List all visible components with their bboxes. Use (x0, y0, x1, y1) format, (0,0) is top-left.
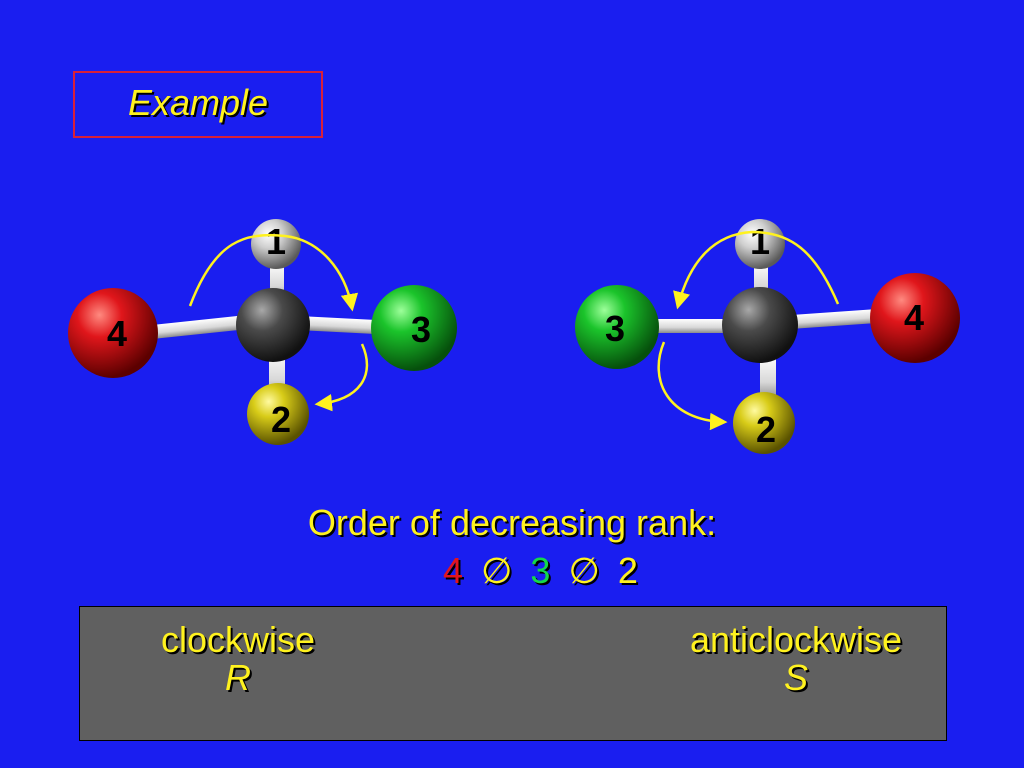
rank-item-3: 3 (530, 550, 551, 591)
example-label: Example (127, 82, 269, 123)
atom-right-4-label: 4 (904, 297, 924, 338)
molecule-left: 1 4 3 2 (68, 219, 457, 445)
arrow-left-4-to-3 (188, 233, 359, 312)
rank-separator: ∅ (568, 550, 600, 591)
atom-left-1 (251, 219, 301, 269)
example-box: Example (73, 71, 323, 138)
atom-right-4 (870, 273, 960, 363)
carbon-right (722, 287, 798, 363)
atom-right-2-label: 2 (756, 409, 776, 450)
descriptor-right: S (783, 657, 808, 698)
atom-left-1-label: 1 (266, 221, 286, 262)
result-right: anticlockwise S (676, 621, 916, 697)
descriptor-left: R (225, 657, 251, 698)
atom-right-3 (575, 285, 659, 369)
atom-left-4 (68, 288, 158, 378)
atom-left-2 (247, 383, 309, 445)
arrow-right-3-to-2 (657, 341, 728, 431)
rank-sequence: 4 ∅ 3 ∅ 2 (443, 550, 646, 592)
atom-left-3 (371, 285, 457, 371)
bond-right-2 (760, 355, 776, 400)
arrow-left-3-to-2 (314, 343, 369, 412)
atom-left-4-label: 4 (107, 313, 127, 354)
result-panel: clockwise R anticlockwise S (79, 606, 947, 741)
direction-left: clockwise (160, 619, 316, 660)
atom-right-1-label: 1 (750, 221, 770, 262)
atom-right-2 (733, 392, 795, 454)
direction-right: anticlockwise (689, 619, 903, 660)
atom-left-3-label: 3 (411, 309, 431, 350)
molecule-diagrams: 1 4 3 2 1 3 4 2 (68, 219, 960, 454)
result-left: clockwise R (153, 621, 323, 697)
molecule-right: 1 3 4 2 (575, 219, 960, 454)
bond-right-4 (789, 308, 879, 330)
rank-item-4: 4 (443, 550, 464, 591)
arrow-right-4-to-3 (673, 230, 840, 310)
bond-left-4 (154, 314, 251, 339)
bond-left-3 (297, 315, 377, 335)
rank-item-2: 2 (617, 550, 638, 591)
rank-separator: ∅ (481, 550, 513, 591)
atom-right-3-label: 3 (605, 308, 625, 349)
rank-title: Order of decreasing rank: (307, 502, 717, 543)
atom-left-2-label: 2 (271, 399, 291, 440)
carbon-left (236, 288, 310, 362)
